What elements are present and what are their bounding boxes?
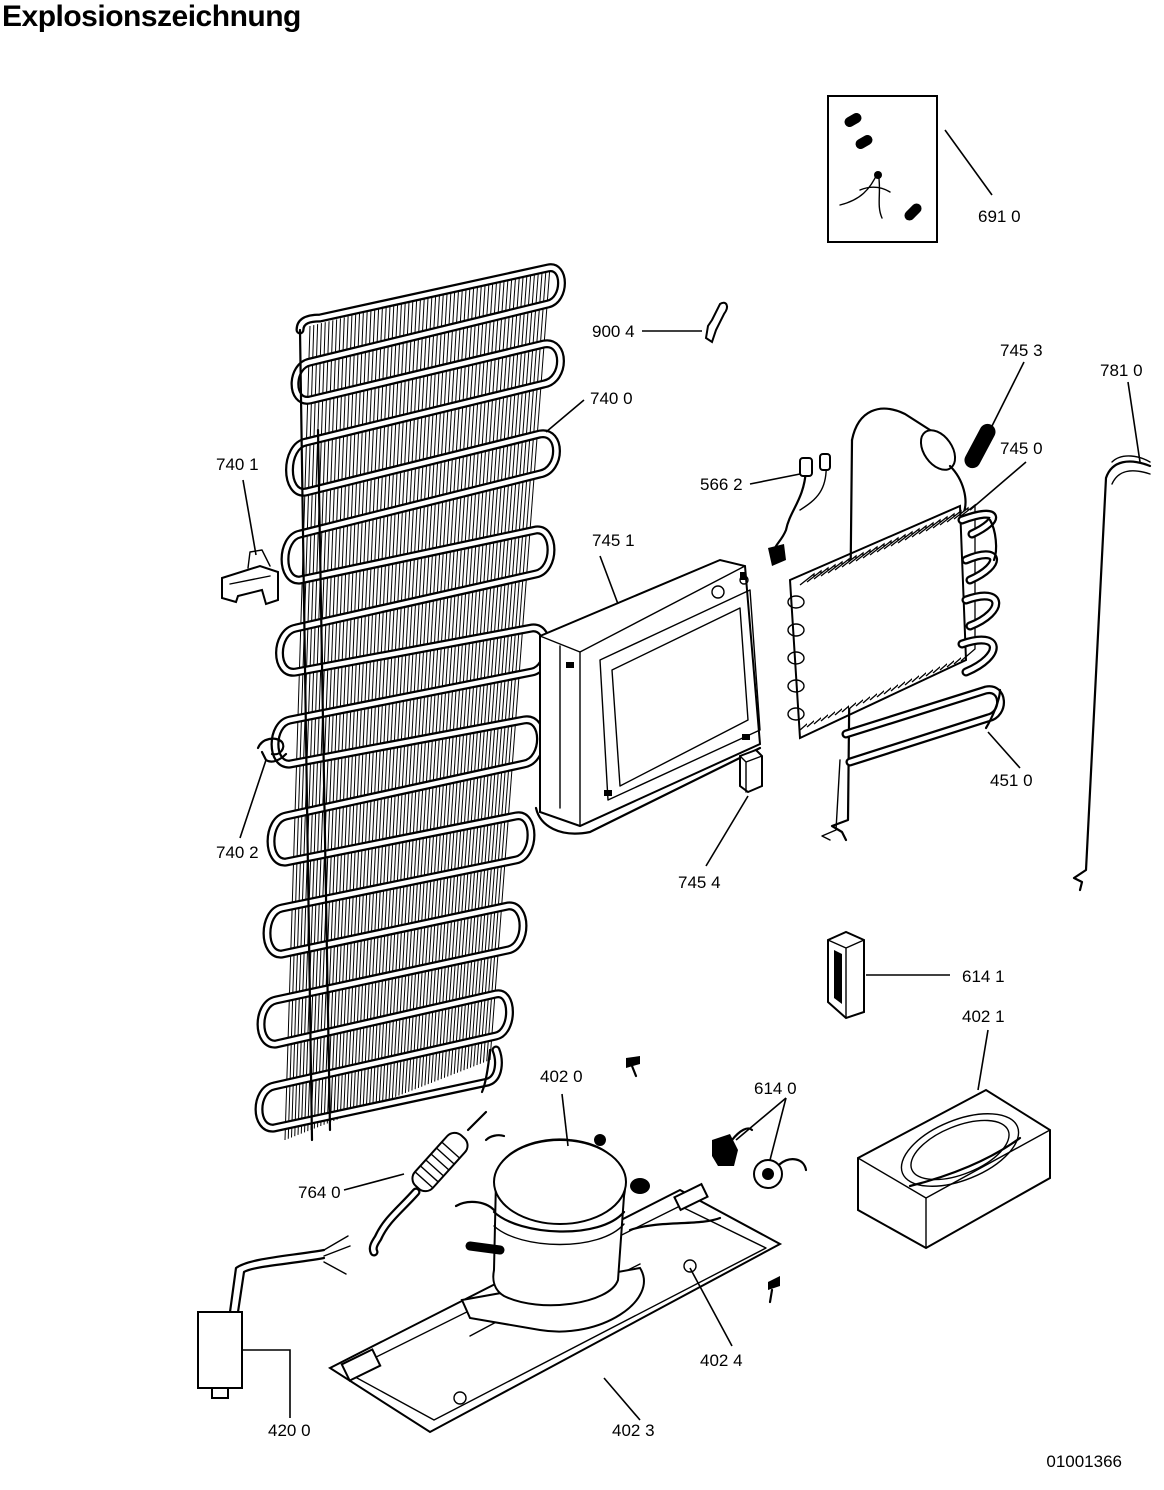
condenser-wire	[466, 272, 524, 1069]
screw-icon	[768, 1276, 780, 1304]
leader-4200	[242, 1349, 291, 1418]
label-6140: 614 0	[754, 1079, 797, 1098]
part-9004-hook	[704, 301, 728, 344]
label-7451: 745 1	[592, 531, 635, 550]
leader-7402	[239, 759, 267, 839]
label-4020: 402 0	[540, 1067, 583, 1086]
condenser-wire	[287, 325, 315, 1139]
condenser-wire	[443, 279, 498, 1078]
leader-7401	[242, 479, 257, 556]
condenser-wire	[486, 266, 547, 1062]
leader-4510	[987, 731, 1021, 769]
condenser-wire	[460, 274, 517, 1072]
label-7453: 745 3	[1000, 341, 1043, 360]
leader-7810	[1127, 381, 1141, 463]
label-7454: 745 4	[678, 873, 721, 892]
condenser-wire	[479, 268, 540, 1064]
leader-7450	[969, 461, 1027, 511]
label-6141: 614 1	[962, 967, 1005, 986]
part-7450-evaporator	[787, 407, 1005, 842]
leader-4020	[561, 1093, 569, 1147]
leader-6140-a	[735, 1097, 787, 1141]
part-7400-condenser	[254, 263, 566, 1142]
leader-4023	[603, 1377, 641, 1421]
part-6910-kit	[827, 95, 938, 243]
condenser-wire	[476, 269, 536, 1066]
leader-7451	[599, 555, 619, 605]
label-7402: 740 2	[216, 843, 259, 862]
part-6140-starter	[712, 1127, 808, 1189]
part-7401-bracket	[221, 549, 279, 606]
condenser-wire	[362, 303, 402, 1110]
leader-4024	[689, 1267, 733, 1347]
condenser-wire	[473, 270, 532, 1067]
label-4200: 420 0	[268, 1421, 311, 1440]
label-7401: 740 1	[216, 455, 259, 474]
condenser-wire	[297, 322, 326, 1135]
label-4021: 402 1	[962, 1007, 1005, 1026]
condenser-wire	[463, 273, 521, 1071]
condenser-wire	[294, 323, 322, 1137]
label-5662: 566 2	[700, 475, 743, 494]
part-5662-cable	[768, 453, 831, 566]
condenser-wire	[440, 280, 494, 1080]
condenser-wire	[482, 267, 543, 1063]
part-7810-pipe	[1072, 455, 1152, 892]
condenser-wire	[300, 321, 330, 1134]
part-7640-filter-dryer	[368, 1110, 506, 1257]
leader-7400	[545, 399, 585, 433]
condenser-wire	[453, 276, 509, 1075]
part-4021-tray	[857, 1088, 1051, 1250]
label-4023: 402 3	[612, 1421, 655, 1440]
part-7454-block	[739, 748, 763, 794]
condenser-wire	[447, 278, 501, 1077]
leader-6910	[944, 129, 993, 196]
condenser-wire	[291, 324, 319, 1138]
condenser-wire	[437, 281, 490, 1081]
part-4510-tube-end	[984, 688, 1002, 730]
condenser-wire	[450, 277, 505, 1076]
condenser-wire	[489, 265, 551, 1061]
label-4510: 451 0	[990, 771, 1033, 790]
label-6910: 691 0	[978, 207, 1021, 226]
condenser-wire	[284, 325, 311, 1141]
label-9004: 900 4	[592, 322, 635, 341]
screw-icon	[626, 1056, 640, 1078]
leader-7640	[343, 1173, 405, 1191]
label-7640: 764 0	[298, 1183, 341, 1202]
part-6141-block	[827, 930, 865, 1020]
label-7400: 740 0	[590, 389, 633, 408]
condenser-wire	[469, 271, 528, 1068]
condenser-wire	[456, 275, 513, 1073]
evaporator-frame	[788, 504, 968, 740]
leader-7454	[705, 795, 749, 867]
document-number: 01001366	[1046, 1452, 1122, 1471]
leader-4021	[977, 1029, 989, 1091]
part-7453-insulation	[964, 423, 996, 469]
label-7810: 781 0	[1100, 361, 1143, 380]
leader-5662	[749, 473, 801, 485]
page-title: Explosionszeichnung	[2, 0, 301, 33]
leader-6140-b	[769, 1097, 787, 1161]
part-4020-compressor	[454, 1134, 722, 1333]
part-4200-power-cord	[197, 1235, 351, 1399]
leader-7453	[989, 361, 1025, 431]
label-4024: 402 4	[700, 1351, 743, 1370]
part-7451-housing	[534, 558, 762, 835]
label-7450: 745 0	[1000, 439, 1043, 458]
